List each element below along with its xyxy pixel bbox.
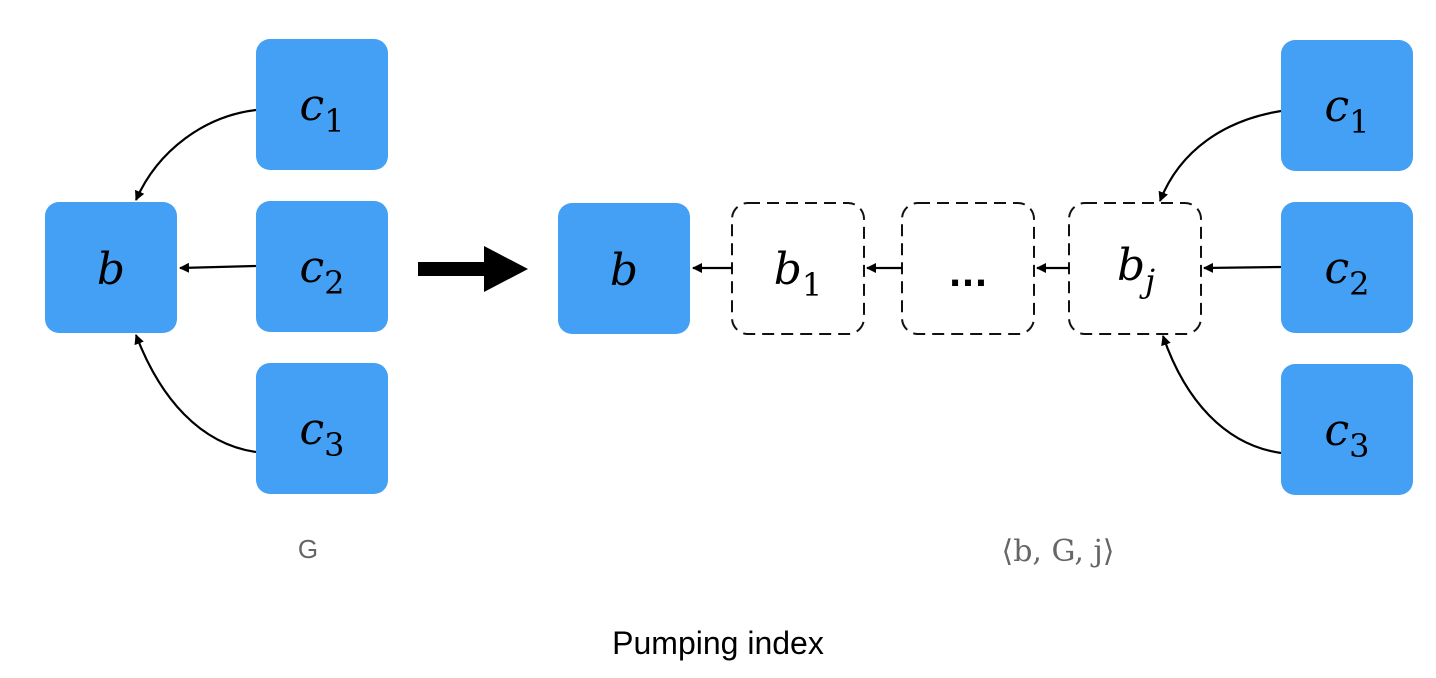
left-node-b-label: b [97,244,125,295]
right-node-c1: c1 [1281,40,1413,171]
right-node-c3-sub: 3 [1349,427,1369,465]
right-node-ellipsis: ... [901,202,1035,335]
right-node-b1: b1 [731,202,865,335]
left-node-c3-base: c [299,404,324,455]
right-node-c3-base: c [1324,405,1349,456]
left-node-c3: c3 [256,363,388,494]
right-node-bj-base: b [1117,240,1145,291]
right-node-c1-base: c [1324,81,1349,132]
right-node-bj: bj [1068,202,1202,335]
right-node-c2: c2 [1281,202,1413,333]
right-edge-c2-to-bj [1203,262,1282,273]
right-node-b: b [558,203,690,334]
left-node-b: b [45,202,177,333]
right-node-c2-sub: 2 [1349,265,1369,303]
left-node-c1-sub: 1 [324,102,344,140]
right-graph-caption: ⟨b, G, j⟩ [1002,534,1115,569]
left-edge-c3-to-b [134,334,257,454]
left-edge-c1-to-b [134,108,257,201]
right-node-b1-sub: 1 [802,266,822,304]
right-node-c1-sub: 1 [1349,103,1369,141]
transform-arrow [418,246,528,292]
left-node-c2: c2 [256,201,388,332]
right-node-bj-label: bj [1117,240,1155,300]
left-node-c1-base: c [299,80,324,131]
right-node-c3: c3 [1281,364,1413,495]
right-graph: b b1 ... bj c1 c2 c3 [558,40,1413,569]
right-node-b1-label: b1 [774,244,823,304]
right-node-c3-label: c3 [1324,405,1369,465]
figure-title: Pumping index [612,625,824,661]
right-node-b-label: b [610,245,638,296]
left-graph-caption: G [298,534,318,564]
right-node-c2-label: c2 [1324,243,1369,303]
left-node-c2-label: c2 [299,242,344,302]
right-edge-c1-to-bj [1158,109,1282,202]
left-graph: b c1 c2 c3 G [45,39,388,564]
right-node-c1-label: c1 [1324,81,1369,141]
right-edge-c3-to-bj [1161,335,1282,455]
left-node-c3-label: c3 [299,404,344,464]
right-node-ellipsis-label: ... [949,255,988,295]
left-edge-c2-to-b [179,262,257,273]
left-node-c1: c1 [256,39,388,170]
right-node-c2-base: c [1324,243,1349,294]
left-node-c2-base: c [299,242,324,293]
left-node-c1-label: c1 [299,80,344,140]
right-node-b1-base: b [774,244,802,295]
left-node-c3-sub: 3 [324,426,344,464]
left-node-c2-sub: 2 [324,264,344,302]
